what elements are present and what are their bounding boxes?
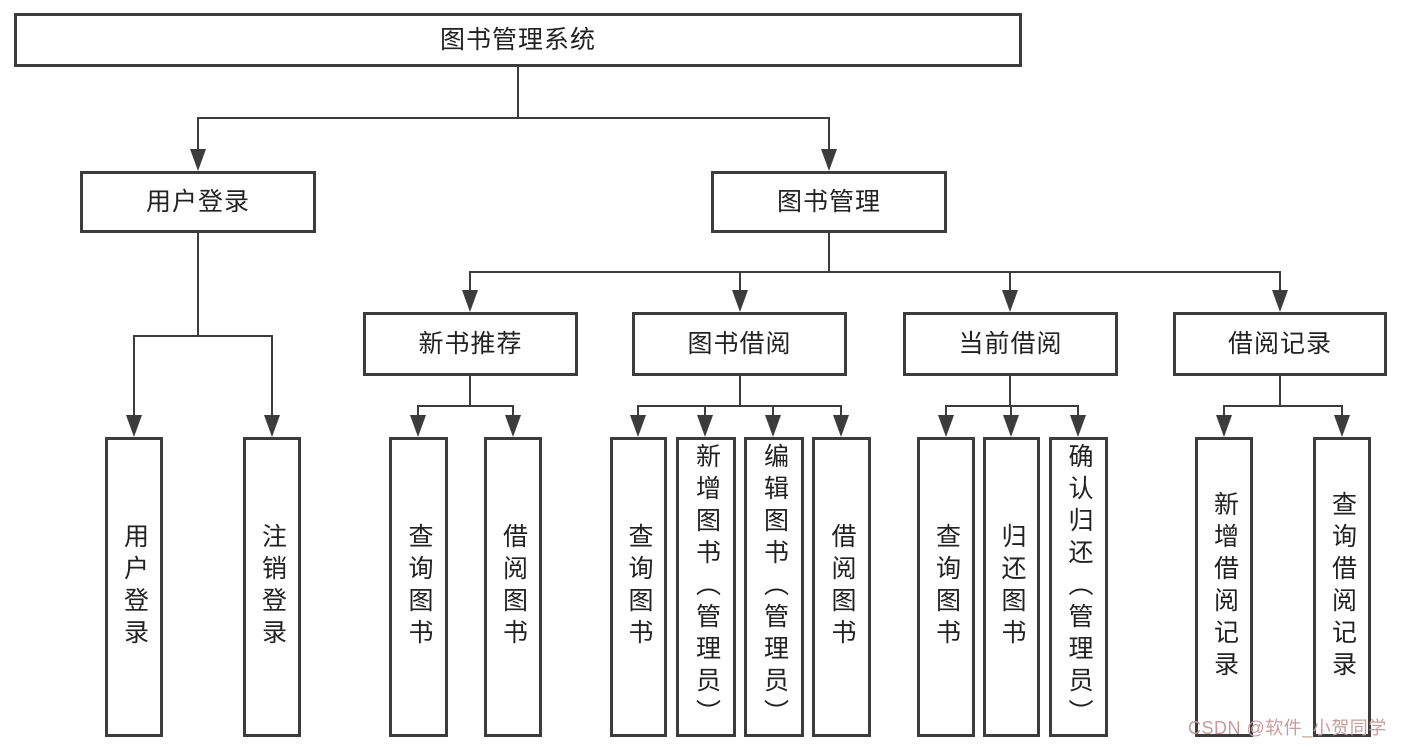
connector-line	[469, 271, 471, 295]
arrow-down-icon	[833, 415, 849, 437]
node-bb-edit-books-admin: 编辑图书（管理员）	[744, 437, 804, 737]
node-borrow-records: 借阅记录	[1173, 312, 1387, 376]
connector-line	[469, 271, 1281, 273]
node-br-add-record-label: 新增借阅记录	[1210, 491, 1239, 683]
node-borrow-records-label: 借阅记录	[1227, 329, 1332, 358]
arrow-down-icon	[1070, 415, 1086, 437]
node-br-add-record: 新增借阅记录	[1195, 437, 1253, 737]
arrow-down-icon	[462, 290, 478, 312]
node-book-management-label: 图书管理	[776, 187, 881, 216]
connector-line	[1223, 405, 1343, 407]
node-leaf-user-login-label: 用户登录	[120, 523, 149, 651]
node-bb-edit-books-admin-label: 编辑图书（管理员）	[760, 443, 789, 731]
node-nbr-borrow-books: 借阅图书	[484, 437, 542, 737]
node-new-book-recommend: 新书推荐	[363, 312, 578, 376]
connector-line	[1009, 376, 1011, 407]
arrow-down-icon	[732, 290, 748, 312]
connector-line	[417, 405, 419, 420]
node-cb-return-books-label: 归还图书	[998, 523, 1026, 651]
node-current-borrow-label: 当前借阅	[958, 329, 1063, 358]
node-new-book-recommend-label: 新书推荐	[418, 329, 523, 358]
connector-line	[1010, 405, 1012, 420]
csdn-watermark: CSDN @软件_小贺同学	[1188, 718, 1387, 738]
node-leaf-user-login: 用户登录	[105, 437, 163, 737]
arrow-down-icon	[1003, 415, 1019, 437]
connector-line	[772, 405, 774, 420]
connector-line	[945, 405, 947, 420]
connector-line	[945, 405, 1079, 407]
node-bb-query-books-label: 查询图书	[625, 523, 653, 651]
connector-line	[512, 405, 514, 420]
arrow-down-icon	[505, 415, 521, 437]
connector-line	[271, 335, 273, 421]
arrow-down-icon	[765, 415, 781, 437]
connector-line	[840, 405, 842, 420]
connector-line	[133, 335, 273, 337]
node-nbr-query-books: 查询图书	[389, 437, 448, 737]
arrow-down-icon	[1002, 290, 1018, 312]
arrow-down-icon	[938, 415, 954, 437]
arrow-down-icon	[126, 415, 142, 437]
connector-line	[197, 117, 199, 155]
node-bb-add-books-admin: 新增图书（管理员）	[676, 437, 736, 737]
arrow-down-icon	[630, 415, 646, 437]
arrow-down-icon	[1334, 415, 1350, 437]
node-br-query-record: 查询借阅记录	[1313, 437, 1371, 737]
node-book-management: 图书管理	[711, 171, 947, 233]
arrow-down-icon	[190, 149, 206, 171]
node-bb-borrow-books-label: 借阅图书	[828, 523, 856, 651]
connector-line	[1279, 376, 1281, 407]
arrow-down-icon	[1216, 415, 1232, 437]
node-bb-query-books: 查询图书	[610, 437, 667, 737]
connector-line	[637, 405, 841, 407]
arrow-down-icon	[410, 415, 426, 437]
node-nbr-borrow-books-label: 借阅图书	[499, 523, 528, 651]
connector-line	[739, 271, 741, 295]
node-cb-confirm-return-admin-label: 确认归还（管理员）	[1065, 443, 1093, 731]
node-user-login-label: 用户登录	[145, 187, 250, 216]
connector-line	[637, 405, 639, 420]
node-current-borrow: 当前借阅	[903, 312, 1118, 376]
node-leaf-logout-label: 注销登录	[258, 523, 287, 651]
node-bb-add-books-admin-label: 新增图书（管理员）	[692, 443, 721, 731]
node-root-label: 图书管理系统	[439, 25, 596, 54]
node-nbr-query-books-label: 查询图书	[405, 523, 433, 651]
node-root: 图书管理系统	[14, 13, 1022, 67]
connector-line	[133, 335, 135, 421]
connector-line	[828, 117, 830, 155]
connector-line	[469, 376, 471, 407]
connector-line	[739, 376, 741, 407]
connector-line	[197, 233, 199, 337]
arrow-down-icon	[264, 415, 280, 437]
node-br-query-record-label: 查询借阅记录	[1328, 491, 1357, 683]
node-bb-borrow-books: 借阅图书	[812, 437, 871, 737]
connector-line	[1077, 405, 1079, 420]
connector-line	[1341, 405, 1343, 420]
node-cb-query-books-label: 查询图书	[932, 523, 961, 651]
arrow-down-icon	[1272, 290, 1288, 312]
node-book-borrow-label: 图书借阅	[687, 329, 792, 358]
connector-line	[197, 117, 830, 119]
connector-line	[1009, 271, 1011, 295]
node-cb-query-books: 查询图书	[917, 437, 975, 737]
node-cb-confirm-return-admin: 确认归还（管理员）	[1049, 437, 1108, 737]
arrow-down-icon	[697, 415, 713, 437]
node-cb-return-books: 归还图书	[983, 437, 1040, 737]
connector-line	[1279, 271, 1281, 295]
connector-line	[417, 405, 514, 407]
node-leaf-logout: 注销登录	[243, 437, 301, 737]
arrow-down-icon	[821, 149, 837, 171]
connector-line	[1223, 405, 1225, 420]
connector-line	[517, 67, 519, 118]
connector-line	[828, 233, 830, 273]
node-book-borrow: 图书借阅	[632, 312, 847, 376]
node-user-login: 用户登录	[80, 171, 316, 233]
connector-line	[704, 405, 706, 420]
